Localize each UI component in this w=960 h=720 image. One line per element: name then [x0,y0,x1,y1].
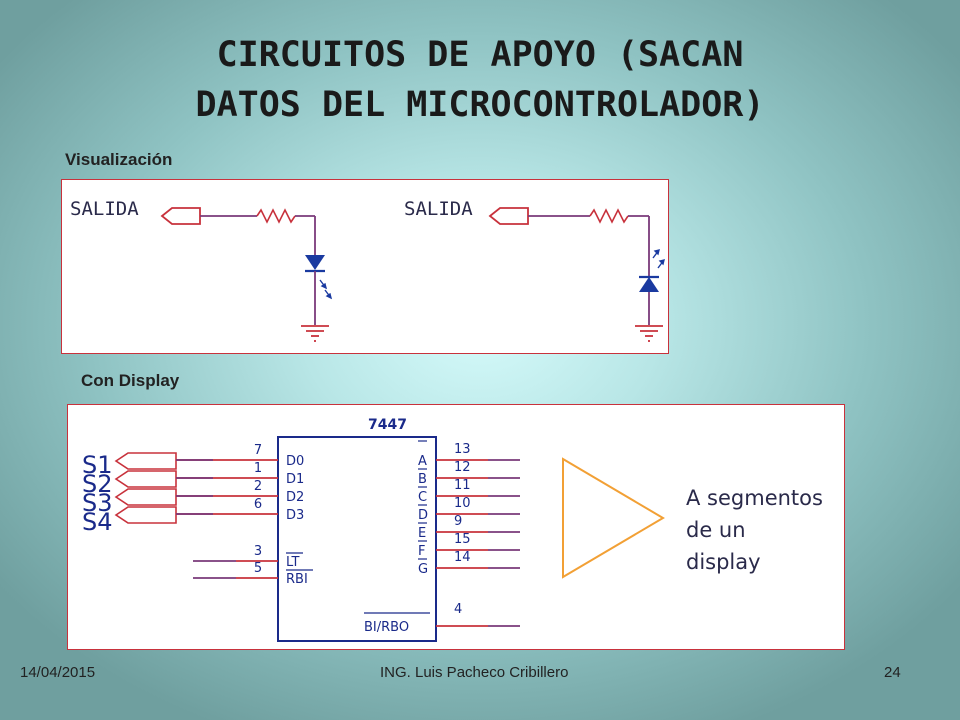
input-connector-s1 [114,452,177,470]
left-led-circuit [160,207,333,342]
output-connector-left [160,207,201,225]
input-connector-s3 [114,488,177,506]
display-buffer-triangle-icon [562,457,665,579]
pin-name-b: B [418,472,427,487]
input-label-s3: S3 [82,489,113,517]
pin-name-lt: LT [286,555,299,570]
footer-author: ING. Luis Pacheco Cribillero [380,664,569,681]
resistor-left [256,208,296,224]
note-line-1: A segmentos [686,486,823,510]
ground-left-icon [301,325,329,342]
decoder-circuit-diagram: 7447 S1 S2 S3 S4 [82,417,823,642]
led-left-light-arrows-icon [319,279,333,300]
pin-num-14: 14 [454,550,471,565]
title-line-2: DATOS DEL MICROCONTROLADOR) [195,85,765,125]
salida-label-right: SALIDA [404,198,473,220]
title-line-1: CIRCUITOS DE APOYO (SACAN [216,35,744,75]
output-connector-right [488,207,529,225]
input-connectors: S1 S2 S3 S4 [82,451,177,536]
ground-right-icon [635,325,663,342]
pin-num-5: 5 [254,561,262,576]
pin-num-6: 6 [254,497,262,512]
led-right-light-arrows-icon [652,249,665,269]
right-led-circuit [488,207,665,342]
pin-name-d0: D0 [286,454,304,469]
section-label-con-display: Con Display [81,371,180,390]
led-right-icon [639,277,659,292]
input-label-s2: S2 [82,470,113,498]
pin-num-10: 10 [454,496,471,511]
chip-7447-body [277,436,437,642]
pin-name-bi-rbo: BI/RBO [364,620,409,635]
input-connector-s4 [114,506,177,524]
pin-num-13: 13 [454,442,471,457]
pin-name-d1: D1 [286,472,304,487]
chip-name: 7447 [368,417,407,433]
pin-num-11: 11 [454,478,471,493]
led-left-icon [305,255,325,270]
pin-num-2: 2 [254,479,262,494]
pin-num-1: 1 [254,461,262,476]
pin-name-c: C [418,490,427,505]
display-circuit-panel: 7447 S1 S2 S3 S4 [67,404,845,650]
pin-num-9: 9 [454,514,462,529]
led-circuit-diagram: SALIDA SALIDA [70,198,665,342]
pin-num-4: 4 [454,602,462,617]
input-label-s1: S1 [82,451,113,479]
pin-num-15: 15 [454,532,471,547]
pin-num-12: 12 [454,460,471,475]
note-line-2: de un [686,518,746,542]
left-pin-wires [176,459,278,579]
pin-name-a: A [418,454,427,469]
footer-page-number: 24 [884,664,901,681]
footer-date: 14/04/2015 [20,664,96,681]
input-connector-s2 [114,470,177,488]
note-line-3: display [686,550,761,574]
slide-title: CIRCUITOS DE APOYO (SACAN DATOS DEL MICR… [60,30,900,130]
pin-name-d3: D3 [286,508,304,523]
pin-name-g: G [418,562,428,577]
pin-num-3: 3 [254,544,262,559]
pin-num-7: 7 [254,443,262,458]
right-pin-wires [436,459,520,627]
pin-name-f: F [418,544,425,559]
pin-name-e: E [418,526,426,541]
section-label-visualizacion: Visualización [65,150,173,169]
input-label-s4: S4 [82,508,113,536]
salida-label-left: SALIDA [70,198,139,220]
resistor-right [589,208,629,224]
pin-name-d2: D2 [286,490,304,505]
pin-name-d: D [418,508,428,523]
led-circuit-panel: SALIDA SALIDA [61,179,669,354]
pin-name-rbi: RBI [286,572,308,587]
